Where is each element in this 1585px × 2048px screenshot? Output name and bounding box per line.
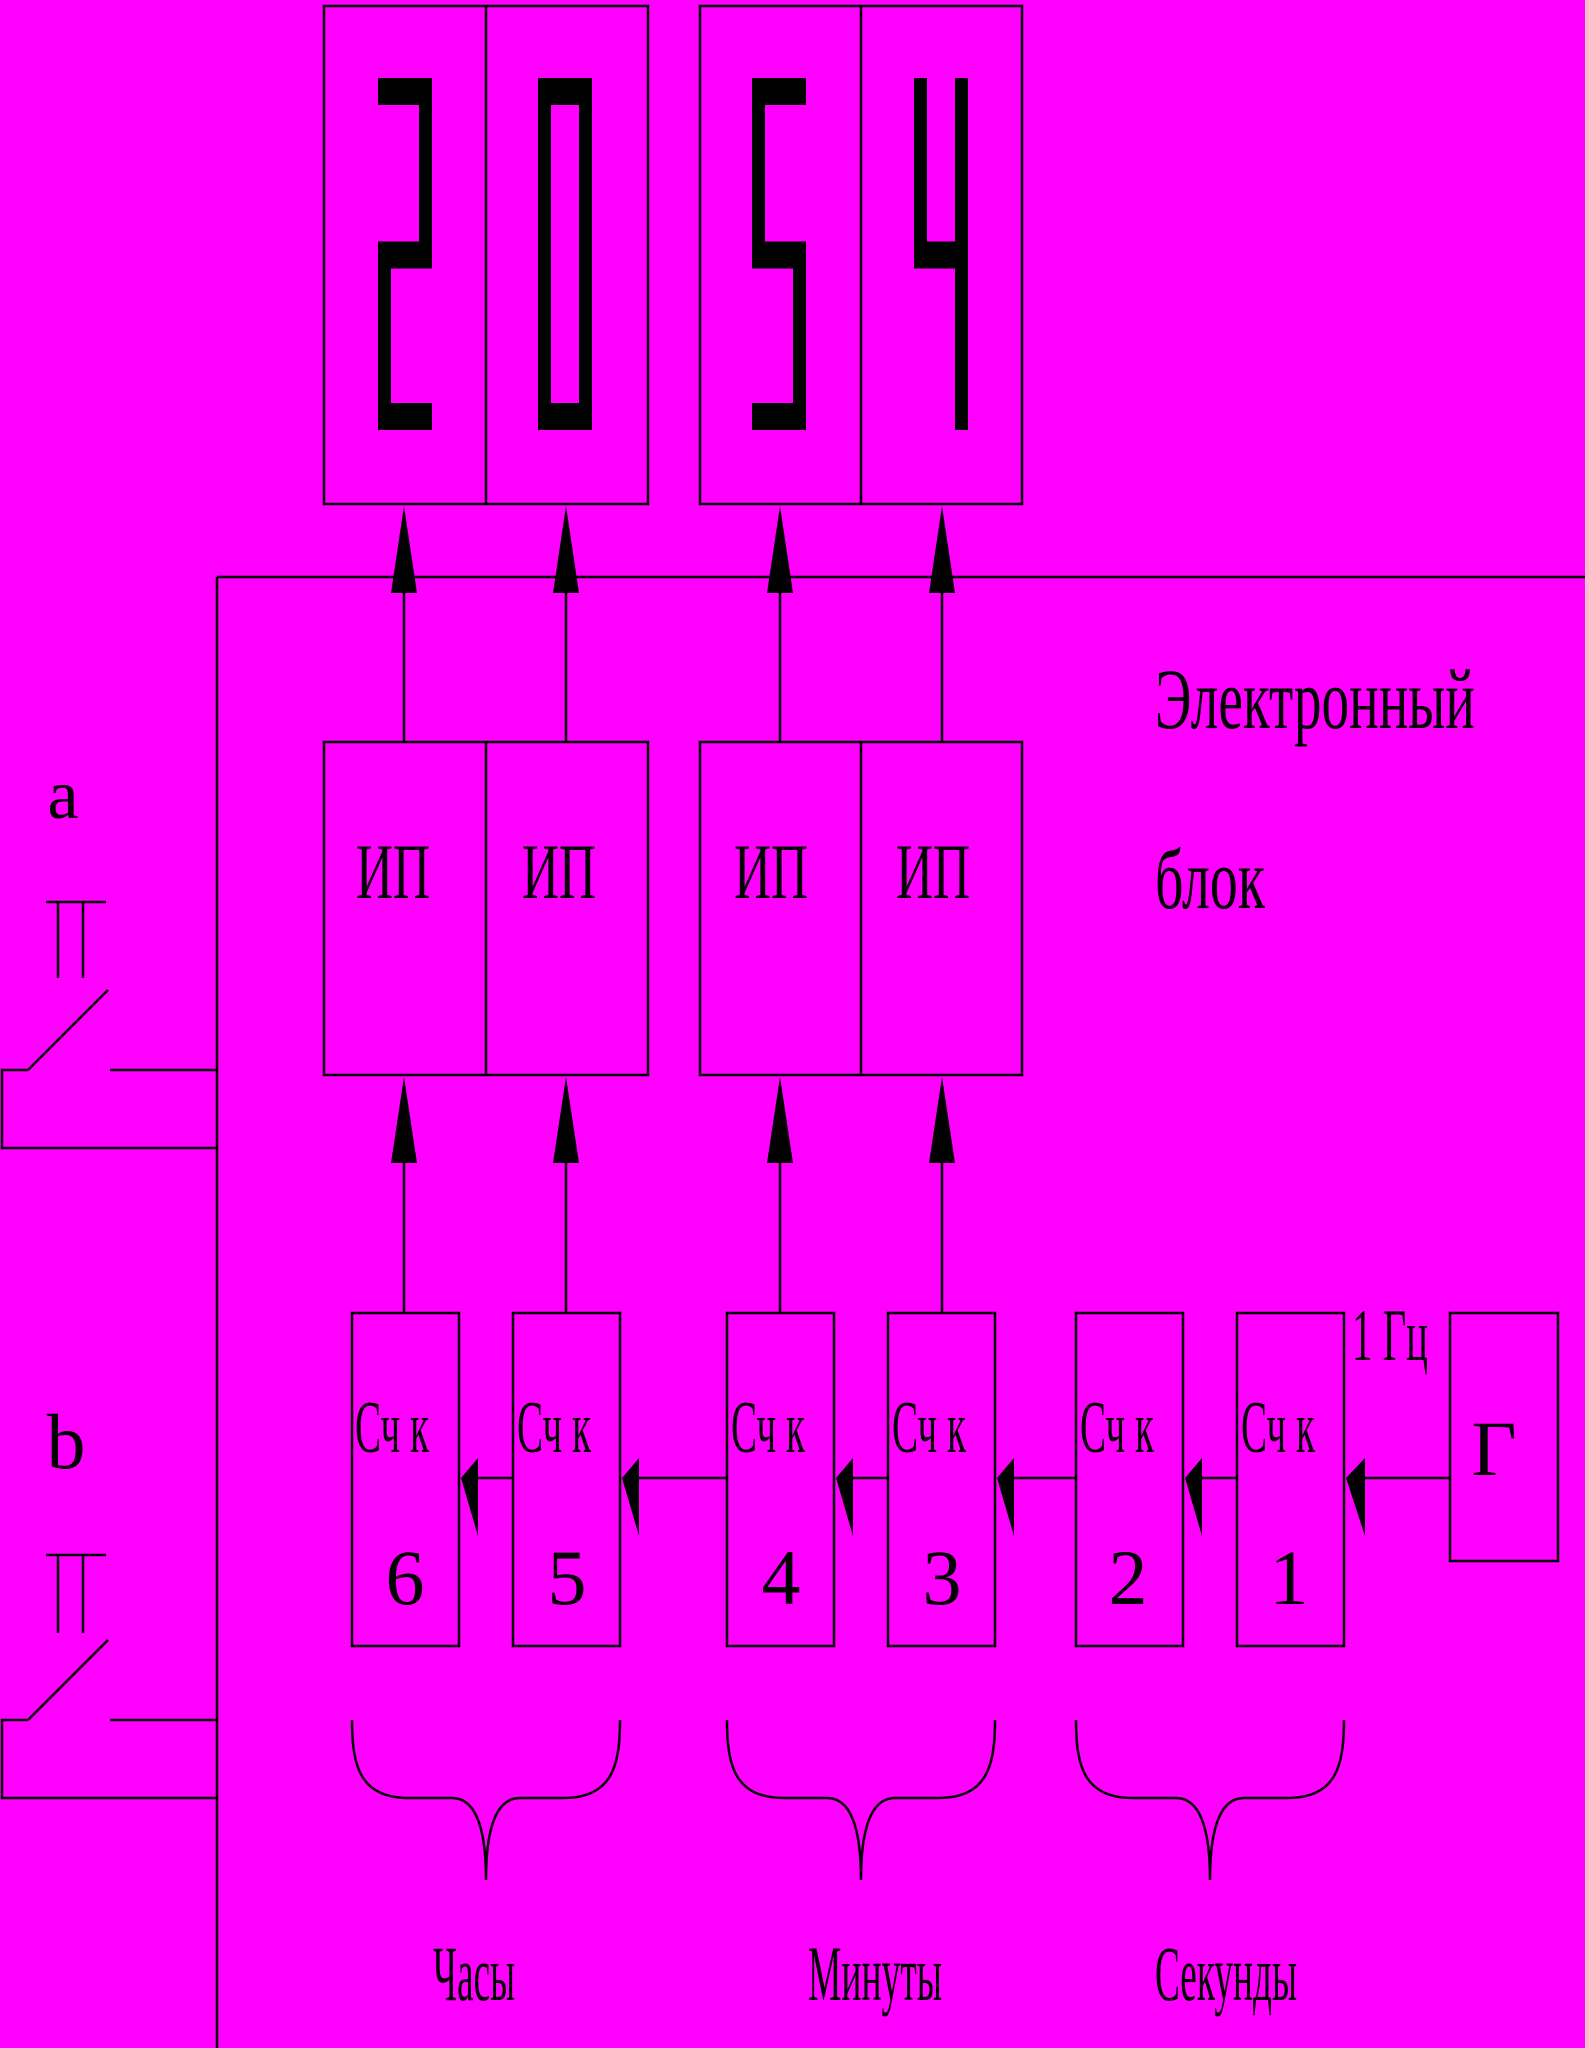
display-digit-segment bbox=[955, 78, 968, 255]
arrow-up bbox=[767, 506, 793, 593]
counter-6 bbox=[350, 1311, 461, 1648]
display-digit-segment bbox=[955, 255, 968, 430]
arrow-up bbox=[553, 1077, 579, 1163]
counter-number: 3 bbox=[923, 1534, 962, 1621]
electronic-block-title-line2: блок bbox=[1155, 831, 1265, 927]
counter-5 bbox=[511, 1311, 622, 1648]
seven-segment-digits: 2054 bbox=[378, 78, 968, 430]
display-digit-segment bbox=[579, 78, 592, 255]
arrow-left bbox=[1346, 1458, 1365, 1536]
generator-label: Г bbox=[1471, 1405, 1516, 1492]
group-label-minutes: Минуты bbox=[808, 1930, 942, 2017]
counter-2 bbox=[1074, 1311, 1185, 1648]
converter-label: ИП bbox=[522, 828, 596, 915]
converter-label: ИП bbox=[356, 828, 430, 915]
brace-hours bbox=[350, 1719, 622, 1881]
counter-4 bbox=[725, 1311, 836, 1648]
arrow-left bbox=[997, 1458, 1014, 1536]
counter-label: Сч к bbox=[517, 1387, 592, 1469]
switch-a-label: a bbox=[47, 757, 78, 834]
counter-number: 5 bbox=[548, 1534, 587, 1621]
counter-label: Сч к bbox=[731, 1387, 806, 1469]
counter-number: 4 bbox=[762, 1534, 801, 1621]
generator-frequency: 1 Гц bbox=[1352, 1295, 1428, 1377]
brace-minutes bbox=[725, 1719, 997, 1881]
counter-label: Сч к bbox=[1241, 1387, 1316, 1469]
display-digit-segment bbox=[793, 255, 806, 430]
counter-number: 1 bbox=[1270, 1534, 1309, 1621]
counter-chain bbox=[461, 1458, 1450, 1536]
counters: Сч к 6 Сч к 5 Сч к 4 Сч к 3 Сч к 2 Сч к … bbox=[350, 1311, 1346, 1648]
arrow-left bbox=[622, 1458, 639, 1536]
converter-label: ИП bbox=[734, 828, 808, 915]
display-digit-segment bbox=[752, 78, 765, 255]
vertical-connections bbox=[391, 506, 955, 1312]
counter-number: 2 bbox=[1109, 1534, 1148, 1621]
arrow-up bbox=[767, 1077, 793, 1163]
display-digit-segment bbox=[538, 78, 551, 255]
switch-b-label: b bbox=[47, 1398, 86, 1485]
switch-b: b bbox=[0, 1398, 217, 1800]
counter-3 bbox=[886, 1311, 997, 1648]
counter-label: Сч к bbox=[892, 1387, 967, 1469]
digital-display: 2054 bbox=[322, 4, 1024, 506]
display-digit-segment bbox=[538, 255, 551, 430]
display-digit-segment bbox=[914, 78, 927, 255]
arrow-up bbox=[929, 1077, 955, 1163]
display-digit-segment bbox=[378, 255, 391, 430]
generator bbox=[1448, 1311, 1560, 1563]
converter-label: ИП bbox=[896, 828, 970, 915]
arrow-left bbox=[836, 1458, 853, 1536]
counter-1 bbox=[1235, 1311, 1346, 1648]
converters: ИП ИП ИП ИП bbox=[322, 740, 1024, 1077]
electronic-block-title-line1: Электронный bbox=[1155, 651, 1475, 747]
arrow-up bbox=[391, 506, 417, 593]
counter-number: 6 bbox=[386, 1534, 425, 1621]
switch-a: a bbox=[0, 757, 217, 1150]
arrow-up bbox=[391, 1077, 417, 1163]
display-digit-segment bbox=[579, 255, 592, 430]
arrow-left bbox=[461, 1458, 478, 1536]
arrow-up bbox=[929, 506, 955, 593]
display-digit-segment bbox=[419, 78, 432, 255]
counter-label: Сч к bbox=[1080, 1387, 1155, 1469]
group-label-hours: Часы bbox=[433, 1930, 515, 2017]
group-braces bbox=[350, 1719, 1346, 1881]
arrow-left bbox=[1185, 1458, 1202, 1536]
brace-seconds bbox=[1074, 1719, 1346, 1881]
counter-label: Сч к bbox=[355, 1387, 430, 1469]
arrow-up bbox=[553, 506, 579, 593]
group-label-seconds: Секунды bbox=[1155, 1930, 1297, 2017]
